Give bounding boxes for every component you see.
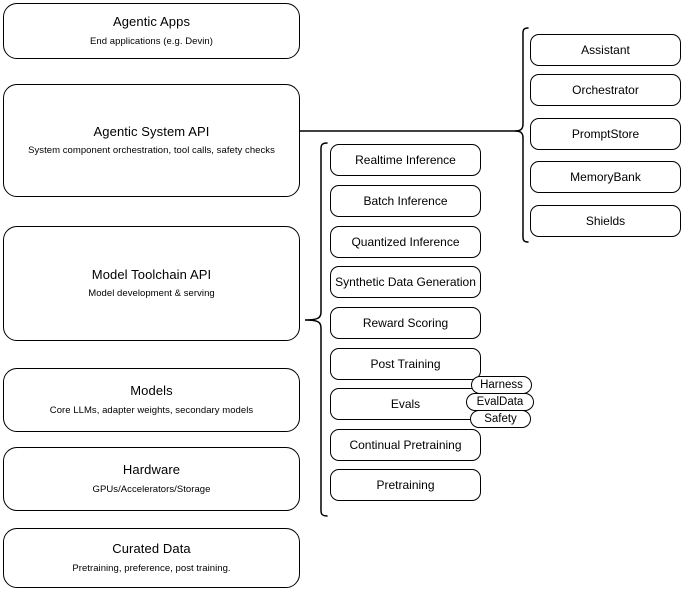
- capability-label: Evals: [390, 396, 421, 411]
- capability-label: Quantized Inference: [351, 234, 460, 249]
- evals-subcomponent-safety[interactable]: Safety: [470, 410, 531, 428]
- brace-agentic-system-components: [512, 26, 534, 246]
- capability-pretraining[interactable]: Pretraining: [330, 469, 481, 501]
- layer-subtitle: Pretraining, preference, post training.: [72, 562, 231, 574]
- capability-reward-scoring[interactable]: Reward Scoring: [330, 307, 481, 339]
- stack-layer-agentic-system-api[interactable]: Agentic System API System component orch…: [3, 84, 300, 197]
- connector-agentic-system-api-line: [300, 120, 520, 142]
- layer-title: Agentic System API: [93, 123, 210, 139]
- capability-label: Continual Pretraining: [349, 437, 462, 452]
- capability-batch-inference[interactable]: Batch Inference: [330, 185, 481, 217]
- layer-title: Models: [130, 383, 173, 399]
- pill-label: EvalData: [476, 396, 524, 408]
- capability-evals[interactable]: Evals: [330, 388, 481, 420]
- layer-subtitle: GPUs/Accelerators/Storage: [92, 483, 211, 495]
- evals-subcomponent-harness[interactable]: Harness: [471, 376, 532, 394]
- capability-label: Realtime Inference: [355, 152, 456, 167]
- stack-layer-model-toolchain-api[interactable]: Model Toolchain API Model development & …: [3, 226, 300, 341]
- capability-label: Reward Scoring: [362, 315, 449, 330]
- agentic-component-label: MemoryBank: [570, 169, 641, 184]
- capability-label: Pretraining: [376, 477, 435, 492]
- pill-label: Harness: [480, 379, 523, 391]
- capability-synthetic-data-generation[interactable]: Synthetic Data Generation: [330, 266, 481, 298]
- capability-quantized-inference[interactable]: Quantized Inference: [330, 226, 481, 258]
- stack-layer-hardware[interactable]: Hardware GPUs/Accelerators/Storage: [3, 447, 300, 511]
- layer-subtitle: Model development & serving: [88, 288, 215, 300]
- layer-title: Curated Data: [112, 541, 191, 557]
- agentic-component-label: PromptStore: [571, 126, 640, 141]
- capability-label: Batch Inference: [363, 193, 448, 208]
- brace-toolchain-capabilities: [303, 140, 329, 520]
- agentic-component-assistant[interactable]: Assistant: [530, 34, 681, 66]
- agentic-component-label: Shields: [585, 213, 626, 228]
- agentic-component-memorybank[interactable]: MemoryBank: [530, 161, 681, 193]
- capability-realtime-inference[interactable]: Realtime Inference: [330, 144, 481, 176]
- layer-subtitle: Core LLMs, adapter weights, secondary mo…: [49, 404, 254, 416]
- agentic-component-promptstore[interactable]: PromptStore: [530, 118, 681, 150]
- stack-layer-models[interactable]: Models Core LLMs, adapter weights, secon…: [3, 368, 300, 432]
- agentic-component-label: Assistant: [581, 42, 630, 57]
- stack-layer-curated-data[interactable]: Curated Data Pretraining, preference, po…: [3, 528, 300, 588]
- capability-label: Synthetic Data Generation: [335, 274, 476, 289]
- layer-subtitle: End applications (e.g. Devin): [90, 35, 213, 47]
- evals-subcomponent-evaldata[interactable]: EvalData: [466, 393, 534, 411]
- agentic-component-orchestrator[interactable]: Orchestrator: [530, 74, 681, 106]
- agentic-component-label: Orchestrator: [572, 82, 639, 97]
- layer-subtitle: System component orchestration, tool cal…: [28, 145, 275, 157]
- agentic-component-shields[interactable]: Shields: [530, 205, 681, 237]
- layer-title: Hardware: [122, 462, 181, 478]
- stack-layer-agentic-apps[interactable]: Agentic Apps End applications (e.g. Devi…: [3, 3, 300, 59]
- capability-label: Post Training: [370, 356, 441, 371]
- layer-title: Model Toolchain API: [91, 266, 212, 282]
- capability-post-training[interactable]: Post Training: [330, 348, 481, 380]
- pill-label: Safety: [484, 413, 517, 425]
- capability-continual-pretraining[interactable]: Continual Pretraining: [330, 429, 481, 461]
- layer-title: Agentic Apps: [112, 14, 191, 30]
